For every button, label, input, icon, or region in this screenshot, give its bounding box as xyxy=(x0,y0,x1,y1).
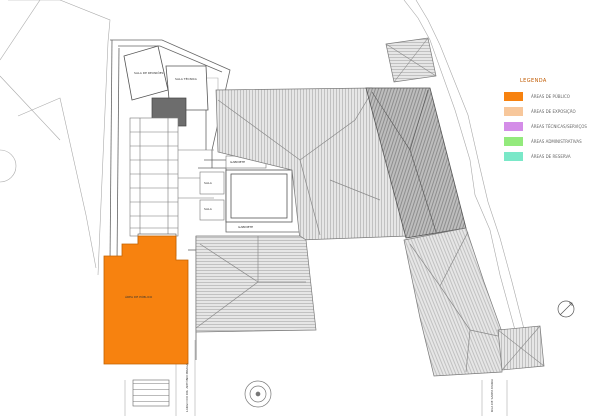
corridor xyxy=(129,117,214,237)
legend-item-public: ÁREAS DE PÚBLICO xyxy=(504,92,596,102)
legend-swatch xyxy=(504,122,523,131)
roof-lower-middle xyxy=(195,235,317,333)
legend-item-technical: ÁREAS TÉCNICAS/SERVIÇOS xyxy=(504,122,596,132)
legend-label: ÁREAS ADMINISTRATIVAS xyxy=(531,139,582,144)
legend-title: LEGENDA xyxy=(520,78,547,84)
roof-dark-ridge xyxy=(371,89,437,233)
roof-right-wing xyxy=(403,227,503,377)
room-label-middle-b: SALA xyxy=(204,181,213,185)
roof-right-wing-ridges xyxy=(409,231,499,373)
legend-swatch xyxy=(504,137,523,146)
room-label-upper-right: SALA TÉCNICA xyxy=(175,76,198,81)
public-area xyxy=(103,235,189,365)
legend-label: ÁREAS DE RESERVA xyxy=(531,154,571,159)
legend-item-reserve: ÁREAS DE RESERVA xyxy=(504,152,596,162)
legend-label: ÁREAS TÉCNICAS/SERVIÇOS xyxy=(531,124,587,129)
street-label-right: RUA DE SANTA MARIA xyxy=(490,378,494,412)
room-label-upper-left: SALA DE REUNIÕES xyxy=(134,70,163,75)
courtyard xyxy=(225,169,293,223)
roof-lower-middle-ridges xyxy=(195,236,306,329)
roof-bottom-square-ridge xyxy=(497,325,545,371)
round-feature xyxy=(244,380,272,408)
legend-item-exhibition: ÁREAS DE EXPOSIÇÃO xyxy=(504,107,596,117)
room-label-middle-a: GABINETE xyxy=(230,160,245,164)
roof-top-square-ridge xyxy=(385,37,437,83)
legend-label: ÁREAS DE EXPOSIÇÃO xyxy=(531,109,576,114)
room-label-middle-c: SALA xyxy=(204,207,213,211)
stairs-bottom xyxy=(132,379,170,407)
legend-label: ÁREAS DE PÚBLICO xyxy=(531,94,570,99)
room-label-public-area: ÁREA DE PÚBLICO xyxy=(125,294,153,299)
legend-swatch xyxy=(504,107,523,116)
north-arrow-icon xyxy=(557,300,575,318)
street-label: LARGO DO DR. ANTÓNIO BRAGA xyxy=(184,362,189,412)
roof-upper-ridges xyxy=(217,91,381,236)
legend-swatch xyxy=(504,152,523,161)
legend-item-administrative: ÁREAS ADMINISTRATIVAS xyxy=(504,137,596,147)
legend-swatch xyxy=(504,92,523,101)
room-label-lower-a: GABINETE xyxy=(238,225,253,229)
site-context-lines xyxy=(0,0,526,416)
legend: LEGENDA ÁREAS DE PÚBLICO ÁREAS DE EXPOSI… xyxy=(500,78,596,174)
